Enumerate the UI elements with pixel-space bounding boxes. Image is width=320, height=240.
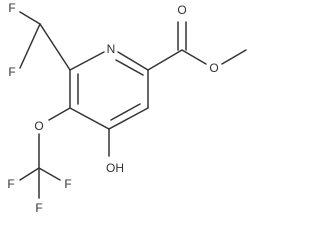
- bond-c3-oether: [48, 107, 71, 121]
- bond-c2-n: [69, 51, 105, 71]
- bond-cf3-f3: [19, 167, 40, 181]
- bond-c5-c4-inner: [110, 103, 141, 121]
- bond-oester-methyl: [221, 49, 247, 65]
- atom-label-o-ether: O: [34, 119, 43, 133]
- bond-c4-c3: [69, 107, 110, 130]
- bond-carbonyl-oester: [181, 49, 207, 65]
- atom-label-f5: F: [35, 201, 42, 215]
- bond-f2-chf2: [19, 23, 41, 69]
- bond-n-c6-outer: [117, 51, 149, 71]
- atom-label-o-ester: O: [209, 61, 218, 75]
- bond-c6-carbonyl: [147, 49, 183, 71]
- bond-n-c6-inner: [115, 59, 144, 76]
- molecule-canvas: F F N O O O OH F F F: [7, 1, 247, 215]
- atom-label-oh: OH: [106, 161, 124, 175]
- bond-group: [19, 11, 247, 199]
- atom-label-group: F F N O O O OH F F F: [7, 1, 218, 215]
- bond-cf3-f4: [38, 167, 61, 181]
- atom-label-f1: F: [8, 1, 15, 15]
- atom-label-f3: F: [7, 177, 14, 191]
- structure-diagram: F F N O O O OH F F F: [7, 1, 247, 215]
- atom-label-n: N: [107, 42, 116, 56]
- bond-chf2-c2: [39, 23, 71, 71]
- bond-c5-c4-outer: [108, 107, 149, 130]
- atom-label-o-carbonyl: O: [177, 3, 186, 17]
- atom-label-f2: F: [8, 65, 15, 79]
- atom-label-f4: F: [64, 177, 71, 191]
- bond-f1-chf2: [19, 11, 41, 25]
